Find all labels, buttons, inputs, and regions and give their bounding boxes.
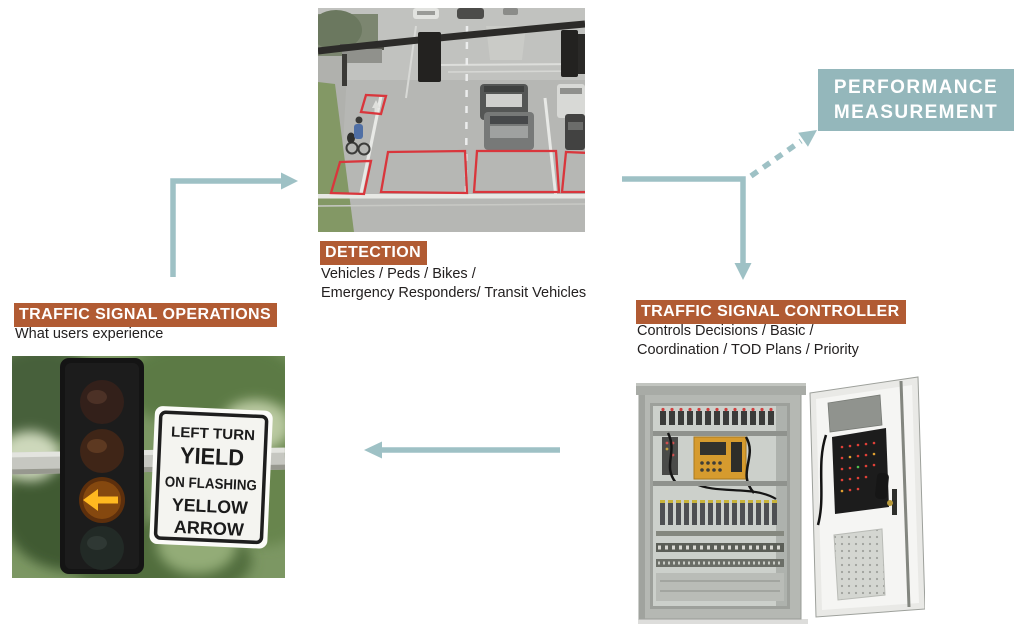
sign-line3: ON FLASHING — [165, 474, 258, 494]
cabinet-door-open — [809, 376, 925, 618]
cabinet-interior — [653, 407, 787, 601]
performance-label-line2: MEASUREMENT — [833, 102, 999, 123]
left-turn-yield-sign: LEFT TURN YIELD ON FLASHING YELLOW ARROW — [149, 406, 273, 549]
detection-desc-line1: Vehicles / Peds / Bikes / — [321, 266, 476, 282]
vehicle — [484, 112, 534, 150]
traffic-signal-operations-description: What users experience — [15, 325, 163, 344]
vehicle — [480, 84, 528, 120]
arrow-detection-to-performance-dashed — [749, 130, 817, 179]
signal-head — [561, 30, 578, 77]
signal-controller-unit — [693, 436, 747, 480]
performance-label-line1: PERFORMANCE — [833, 77, 999, 98]
door-vent-grid — [833, 528, 886, 601]
traffic-signal-controller-description: Controls Decisions / Basic / Coordinatio… — [637, 322, 859, 360]
detection-intersection-photo — [318, 8, 585, 232]
traffic-light-photo: LEFT TURN YIELD ON FLASHING YELLOW ARROW — [12, 356, 285, 578]
vehicle — [565, 114, 585, 150]
vehicle — [457, 8, 518, 19]
performance-measurement-box: PERFORMANCE MEASUREMENT — [818, 69, 1014, 131]
cyclist — [345, 116, 371, 156]
sign-line5: ARROW — [173, 517, 244, 540]
vehicle — [413, 8, 439, 19]
detection-label: DETECTION — [320, 241, 428, 265]
door-hinge-bar — [899, 380, 911, 608]
controller-desc-line2: Coordination / TOD Plans / Priority — [637, 342, 859, 358]
flashing-yellow-arrow-lens — [79, 477, 125, 523]
sign-line1: LEFT TURN — [171, 425, 256, 445]
detection-description: Vehicles / Peds / Bikes / Emergency Resp… — [321, 265, 586, 303]
four-section-signal-head — [60, 358, 144, 574]
vehicle — [557, 84, 585, 118]
signal-head — [418, 32, 441, 82]
arrow-controller-to-operations — [364, 441, 560, 459]
operations-desc-line1: What users experience — [15, 326, 164, 342]
door-led-panel — [832, 428, 889, 514]
detection-desc-line2: Emergency Responders/ Transit Vehicles — [321, 285, 587, 301]
arrow-detection-to-controller — [622, 176, 752, 280]
arrow-operations-to-detection — [170, 172, 298, 277]
traffic-signal-operations-label: TRAFFIC SIGNAL OPERATIONS — [14, 303, 278, 327]
stop-bar — [318, 194, 585, 199]
sign-line4: YELLOW — [171, 495, 248, 518]
controller-cabinet-photo — [636, 373, 925, 630]
controller-desc-line1: Controls Decisions / Basic / — [637, 323, 814, 339]
sign-line2: YIELD — [179, 442, 244, 471]
traffic-signal-controller-label: TRAFFIC SIGNAL CONTROLLER — [636, 300, 906, 324]
detection-zones — [329, 93, 585, 196]
mast-arm — [318, 20, 585, 55]
